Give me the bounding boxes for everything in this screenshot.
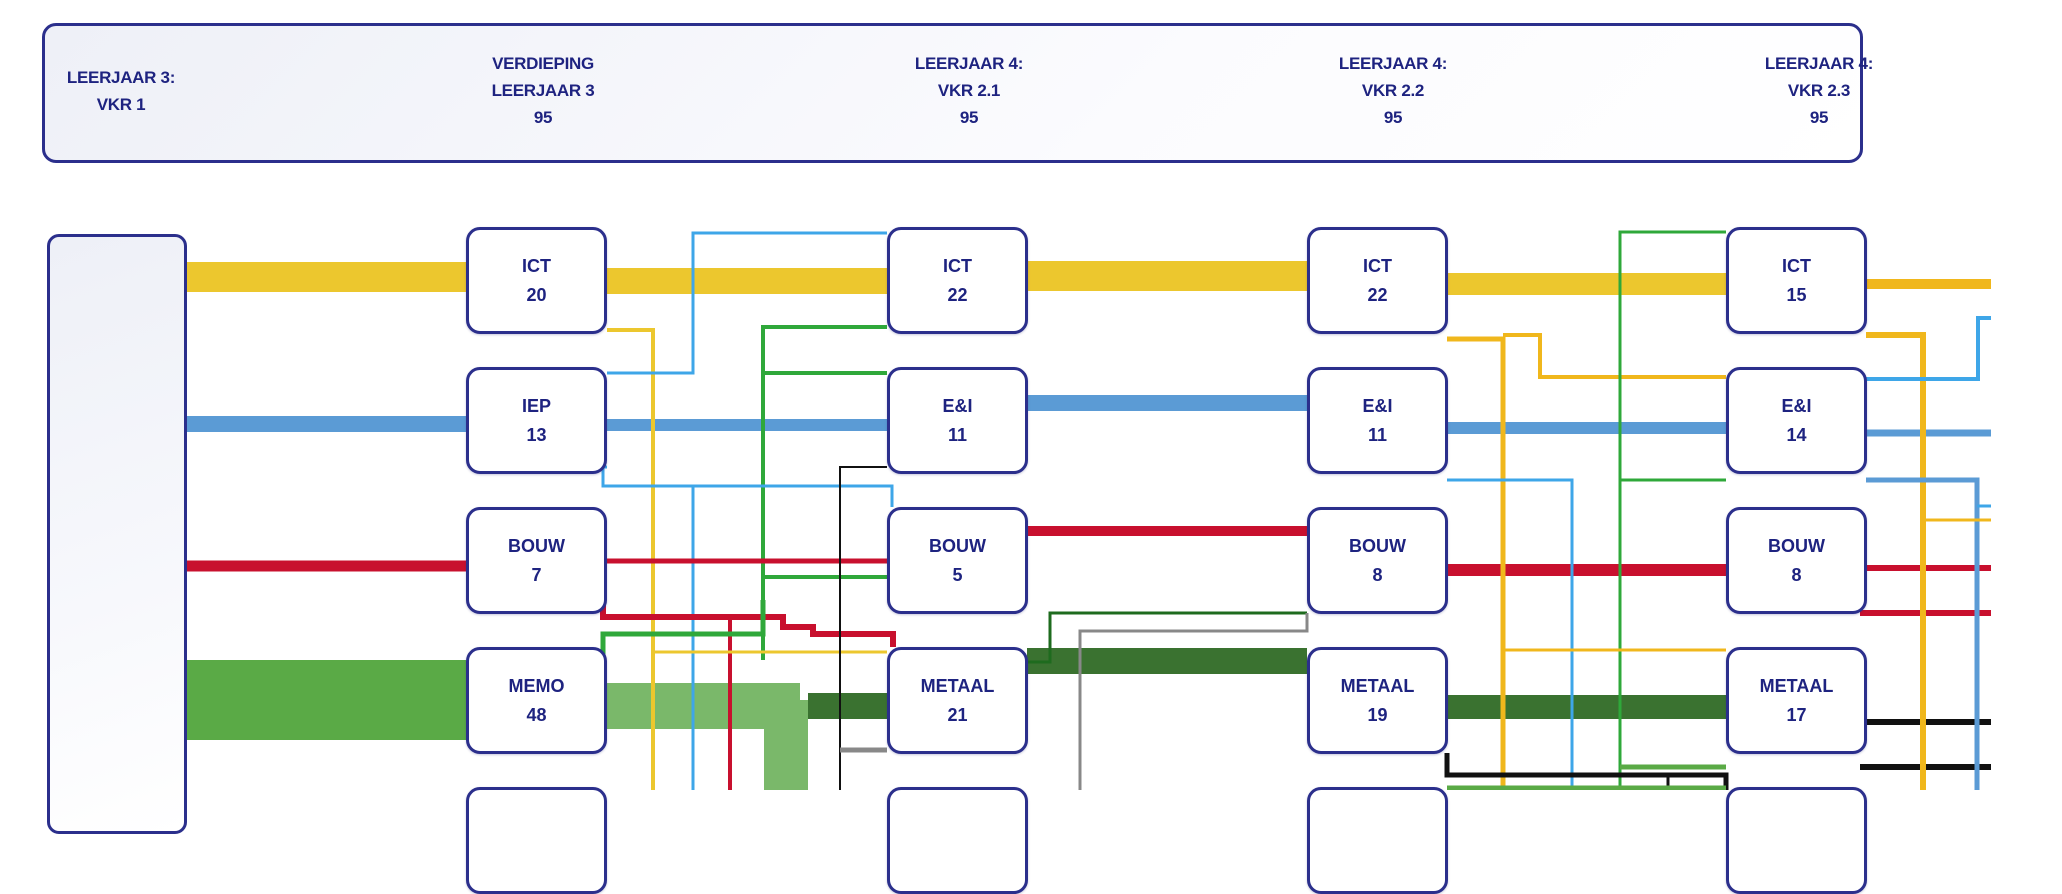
- flow-memo-green: [600, 600, 766, 655]
- header-label-vkr22: LEERJAAR 4: VKR 2.2 95: [1338, 54, 1448, 127]
- flow-ict-yellow-step: [1503, 333, 1726, 379]
- node-verdieping-partial: [466, 787, 607, 894]
- node-name: BOUW: [1349, 535, 1406, 556]
- node-vkr23-ict[interactable]: ICT 15: [1726, 227, 1867, 334]
- flow-blue-right: [1866, 477, 1980, 790]
- node-vkr22-ict[interactable]: ICT 22: [1307, 227, 1448, 334]
- flow-bouw-down: [600, 600, 896, 647]
- flow-iep-to-ict: [607, 231, 887, 375]
- node-count: 13: [526, 424, 547, 445]
- flow-dark-to-ei: [839, 466, 887, 790]
- flow-iep-to-bouw: [601, 465, 894, 507]
- node-vkr21-metaal[interactable]: METAAL 21: [887, 647, 1028, 754]
- node-count: 21: [947, 704, 968, 725]
- node-name: METAAL: [920, 675, 995, 696]
- node-verdieping-ict[interactable]: ICT 20: [466, 227, 607, 334]
- node-verdieping-bouw[interactable]: BOUW 7: [466, 507, 607, 614]
- node-vkr22-metaal[interactable]: METAAL 19: [1307, 647, 1448, 754]
- node-verdieping-memo[interactable]: MEMO 48: [466, 647, 607, 754]
- node-count: 17: [1786, 704, 1807, 725]
- node-name: BOUW: [508, 535, 565, 556]
- node-name: E&I: [1781, 395, 1812, 416]
- node-vkr21-ict[interactable]: ICT 22: [887, 227, 1028, 334]
- node-count: 48: [526, 704, 547, 725]
- node-name: IEP: [521, 395, 551, 416]
- node-vkr21-bouw[interactable]: BOUW 5: [887, 507, 1028, 614]
- flow-dark-lower: [1444, 753, 1729, 790]
- flow-ict-yellow-down: [1447, 336, 1506, 790]
- header-label-vkr23: LEERJAAR 4: VKR 2.3 95: [1764, 54, 1874, 127]
- flow-yellow-right: [1866, 332, 1926, 790]
- node-count: 11: [947, 424, 968, 445]
- header-label-vkr21: LEERJAAR 4: VKR 2.1 95: [914, 54, 1024, 127]
- node-vkr22-partial: [1307, 787, 1448, 894]
- node-vkr22-bouw[interactable]: BOUW 8: [1307, 507, 1448, 614]
- node-vkr21-partial: [887, 787, 1028, 894]
- node-name: ICT: [943, 255, 972, 276]
- node-count: 14: [1786, 424, 1807, 445]
- header-panel: [42, 23, 1863, 163]
- node-count: 19: [1367, 704, 1388, 725]
- node-count: 5: [952, 564, 963, 585]
- node-name: METAAL: [1759, 675, 1834, 696]
- flow-diagram: [187, 230, 1991, 790]
- node-name: METAAL: [1340, 675, 1415, 696]
- node-name: E&I: [1362, 395, 1393, 416]
- flow-gray-bouw: [1078, 613, 1309, 790]
- header-label-verdieping: VERDIEPING LEERJAAR 3 95: [491, 54, 595, 127]
- node-count: 7: [531, 564, 542, 585]
- node-vkr23-ei[interactable]: E&I 14: [1726, 367, 1867, 474]
- node-count: 11: [1367, 424, 1388, 445]
- node-name: BOUW: [929, 535, 986, 556]
- node-verdieping-iep[interactable]: IEP 13: [466, 367, 607, 474]
- flow-ict-to-down: [607, 328, 655, 790]
- node-vkr23-bouw[interactable]: BOUW 8: [1726, 507, 1867, 614]
- node-name: ICT: [522, 255, 551, 276]
- node-name: BOUW: [1768, 535, 1825, 556]
- node-name: E&I: [942, 395, 973, 416]
- node-vkr22-ei[interactable]: E&I 11: [1307, 367, 1448, 474]
- node-name: MEMO: [508, 675, 565, 696]
- header-label-vkr1: LEERJAAR 3: VKR 1: [66, 68, 176, 114]
- source-panel-vkr1: [47, 234, 187, 834]
- node-name: ICT: [1363, 255, 1392, 276]
- flow-green-bouw-metaal: [1027, 611, 1307, 664]
- node-count: 22: [947, 284, 968, 305]
- node-count: 8: [1372, 564, 1383, 585]
- node-vkr23-partial: [1726, 787, 1867, 894]
- node-vkr23-metaal[interactable]: METAAL 17: [1726, 647, 1867, 754]
- node-count: 20: [526, 284, 547, 305]
- node-count: 15: [1786, 284, 1807, 305]
- node-count: 8: [1791, 564, 1802, 585]
- flow-ei-lightblue: [1447, 478, 1574, 790]
- node-name: ICT: [1782, 255, 1811, 276]
- node-count: 22: [1367, 284, 1388, 305]
- flow-to-ei-green: [761, 325, 887, 660]
- flow-green-ict: [1618, 230, 1726, 790]
- node-vkr21-ei[interactable]: E&I 11: [887, 367, 1028, 474]
- flow-lightblue-right: [1866, 316, 1991, 381]
